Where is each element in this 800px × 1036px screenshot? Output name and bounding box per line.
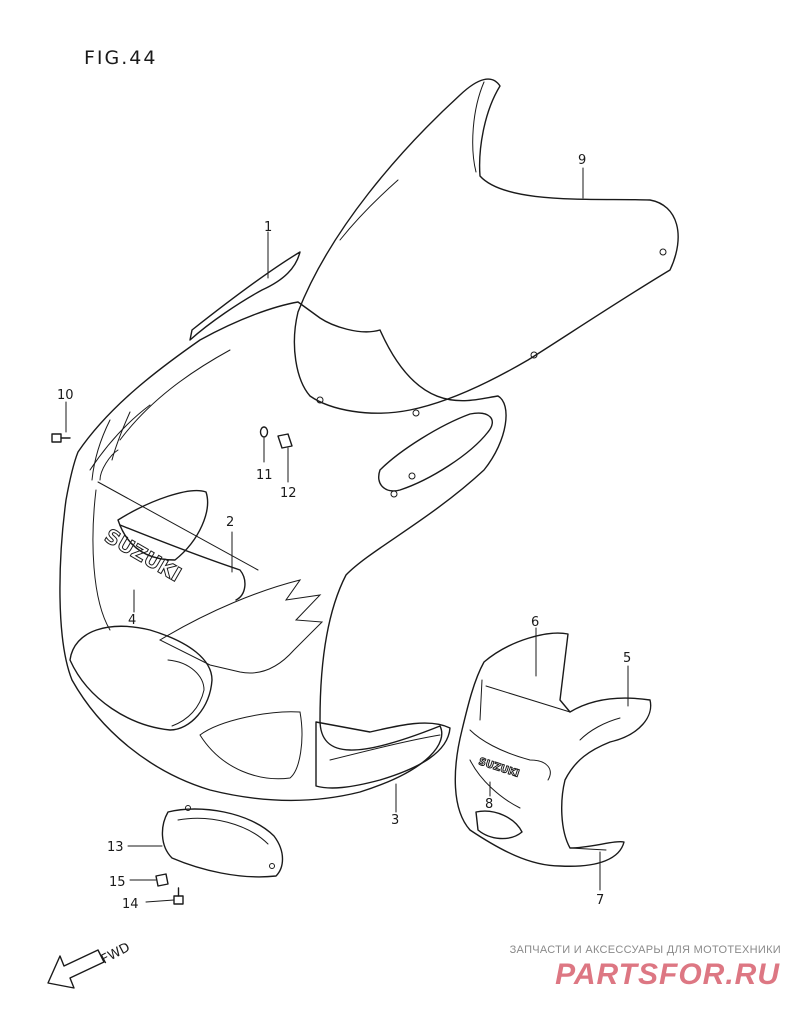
watermark-logo-text: PARTSFOR.RU [555,958,780,991]
watermark-tagline: ЗАПЧАСТИ И АКСЕССУАРЫ ДЛЯ МОТОТЕХНИКИ [509,944,781,956]
washer-part-11 [259,426,269,438]
forward-direction-arrow: FWD [47,940,133,989]
callout-14: 14 [122,897,139,912]
nut-part-15 [155,873,169,887]
callout-4: 4 [128,613,136,628]
callout-11: 11 [256,468,273,483]
watermark-logo: PARTSFOR.RU [555,958,780,991]
callout-5: 5 [623,651,631,666]
leader-lines [65,167,629,903]
upper-fairing: SUZUKI [59,301,507,802]
callout-9: 9 [578,153,586,168]
grommet-part-12 [277,433,293,449]
lower-fairing-assembly: SUZUKI [454,632,652,867]
side-trim-part-1 [189,251,301,341]
callout-1: 1 [264,220,272,235]
callout-12: 12 [280,486,297,501]
callout-13: 13 [107,840,124,855]
inner-panel-part-13 [161,805,284,878]
callout-15: 15 [109,875,126,890]
bolt-part-14 [173,887,184,905]
callout-6: 6 [531,615,539,630]
windscreen-part-9 [293,78,679,417]
callout-10: 10 [57,388,74,403]
callout-7: 7 [596,893,604,908]
callout-8: 8 [485,797,493,812]
callout-2: 2 [226,515,234,530]
lower-fairing-brand-mark: SUZUKI [477,756,521,779]
figure-label: FIG.44 [84,47,157,69]
direction-label: FWD [99,940,133,967]
fairing-brand-mark: SUZUKI [101,524,186,587]
lower-side-panel-part-3 [315,721,451,789]
callout-3: 3 [391,813,399,828]
screw-part-10 [51,433,71,443]
